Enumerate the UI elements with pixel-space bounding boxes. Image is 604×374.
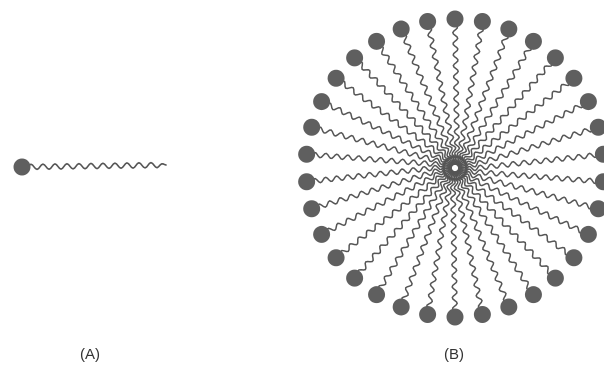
micelle-head <box>392 20 410 38</box>
micelle-head <box>500 298 518 316</box>
micelle-head <box>500 20 518 38</box>
micelle-tail <box>320 100 454 166</box>
hydrophobic-tail <box>21 161 167 171</box>
micelle-tail <box>425 170 454 316</box>
micelle-head <box>473 13 491 31</box>
micelle-head <box>313 93 331 111</box>
micelle-head <box>368 32 386 50</box>
hydrophilic-head <box>13 158 31 176</box>
micelle-tail <box>458 76 575 169</box>
micelle-tail <box>310 166 453 211</box>
micelle-tail <box>320 167 452 237</box>
micelle-tail <box>457 28 510 167</box>
micelle-head <box>579 93 597 111</box>
micelle-head <box>392 298 410 316</box>
single-surfactant-molecule <box>13 158 167 176</box>
micelle-tail <box>457 57 557 168</box>
micelle-tail <box>399 28 457 165</box>
micelle-tail <box>375 169 453 296</box>
micelle-tail <box>455 170 557 279</box>
micelle-tail <box>451 18 461 166</box>
micelle-head <box>346 49 364 67</box>
micelle-tail <box>457 40 535 167</box>
micelle-tail <box>456 20 485 166</box>
micelle-tail <box>310 126 454 167</box>
micelle-head <box>524 286 542 304</box>
micelle-tail <box>449 170 459 318</box>
micelle-tail <box>335 77 455 166</box>
micelle-tail <box>454 171 535 296</box>
micelle-head <box>327 249 345 267</box>
panel-label-a: (A) <box>80 346 100 363</box>
micelle-tail <box>457 168 604 185</box>
micelle-head <box>298 173 316 191</box>
micelle-tail <box>335 167 452 260</box>
micelle-tail <box>400 169 453 308</box>
micelle-head <box>419 305 437 323</box>
micelle-tail <box>375 40 456 165</box>
micelle-head <box>303 118 321 136</box>
micelle-head <box>546 269 564 287</box>
panel-label-b: (B) <box>444 346 464 363</box>
micelle-head <box>565 69 583 87</box>
micelle-head <box>473 305 491 323</box>
micelle-tail <box>425 20 458 166</box>
micelle-tail <box>456 169 600 210</box>
micelle-tail <box>456 170 590 236</box>
micelle-tail <box>457 125 600 170</box>
micelle-head <box>303 200 321 218</box>
micelle-head <box>419 13 437 31</box>
micelle-head <box>594 145 604 163</box>
micelle-head <box>565 249 583 267</box>
micelle-tail <box>452 170 485 316</box>
micelle-head <box>546 49 564 67</box>
micelle-head <box>346 269 364 287</box>
micelle-head <box>524 32 542 50</box>
micelle-head <box>579 225 597 243</box>
micelle-tail <box>353 57 455 166</box>
micelle-tail <box>305 151 453 168</box>
micelle-head <box>589 200 604 218</box>
micelle-head <box>313 225 331 243</box>
micelle-tail <box>453 171 511 308</box>
micelle-head <box>589 118 604 136</box>
micelle-head <box>368 286 386 304</box>
micelle-head <box>298 145 316 163</box>
micelle-head <box>446 10 464 28</box>
micelle-tail <box>353 168 453 279</box>
micelle-tail <box>458 99 590 169</box>
micelle-head <box>327 69 345 87</box>
micelle-head <box>594 173 604 191</box>
micelle <box>298 10 604 326</box>
micelle-tail <box>305 164 453 185</box>
micelle-head <box>446 308 464 326</box>
micelle-tail <box>457 151 604 172</box>
micelle-tail <box>455 170 575 259</box>
